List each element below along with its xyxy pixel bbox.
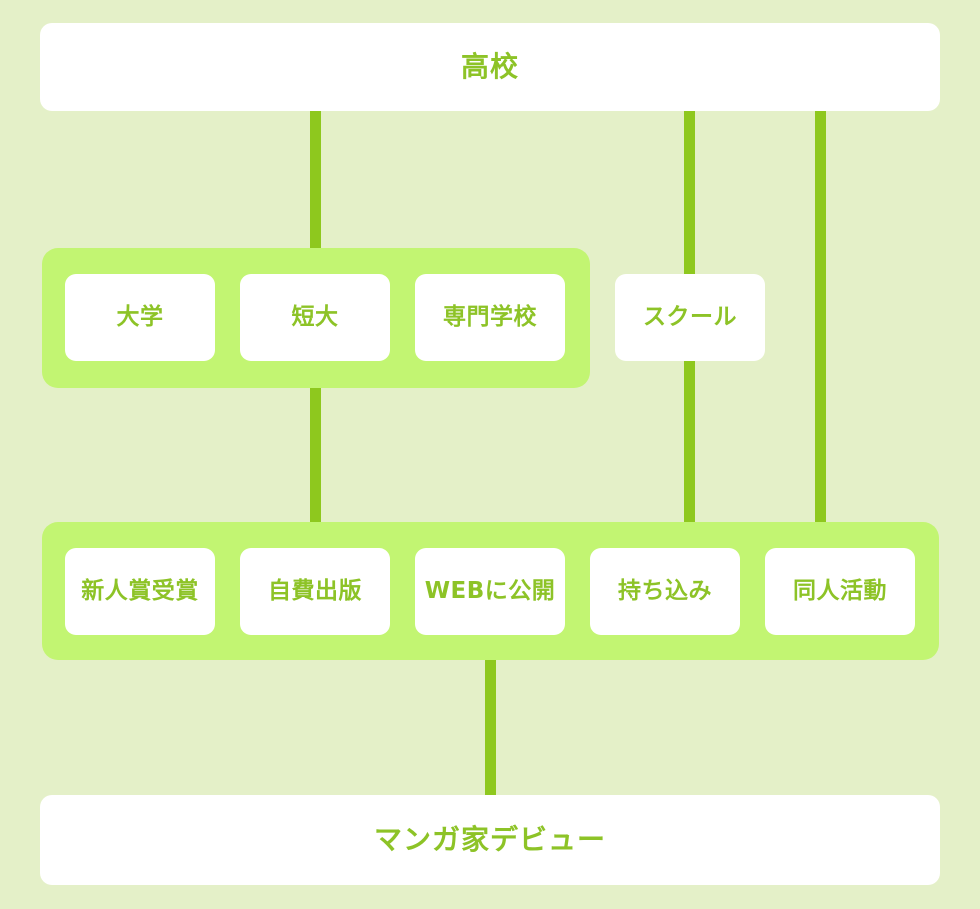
node-newcomer-award-label: 新人賞受賞	[81, 577, 199, 604]
node-manga-school-label: スクール	[643, 303, 737, 330]
node-newcomer-award[interactable]: 新人賞受賞	[65, 548, 215, 635]
connector-highschool-to-school	[684, 105, 695, 285]
node-university[interactable]: 大学	[65, 274, 215, 361]
node-web-publishing[interactable]: WEBに公開	[415, 548, 565, 635]
node-self-publishing[interactable]: 自費出版	[240, 548, 390, 635]
node-high-school[interactable]: 高校	[40, 23, 940, 111]
node-junior-college[interactable]: 短大	[240, 274, 390, 361]
node-vocational-school-label: 専門学校	[443, 303, 537, 330]
node-submission-label: 持ち込み	[618, 577, 712, 604]
node-manga-artist-debut[interactable]: マンガ家デビュー	[40, 795, 940, 885]
node-university-label: 大学	[116, 303, 164, 330]
connector-education-to-routes	[310, 382, 321, 528]
node-submission[interactable]: 持ち込み	[590, 548, 740, 635]
node-manga-artist-debut-label: マンガ家デビュー	[373, 822, 606, 856]
node-junior-college-label: 短大	[291, 303, 339, 330]
connector-highschool-to-routes-direct	[815, 105, 826, 528]
node-web-publishing-label: WEBに公開	[424, 577, 556, 604]
node-manga-school[interactable]: スクール	[615, 274, 765, 361]
node-self-publishing-label: 自費出版	[268, 577, 362, 604]
node-vocational-school[interactable]: 専門学校	[415, 274, 565, 361]
node-high-school-label: 高校	[460, 49, 519, 83]
connector-highschool-to-education	[310, 105, 321, 255]
node-doujin-activity[interactable]: 同人活動	[765, 548, 915, 635]
connector-school-to-routes	[684, 350, 695, 528]
node-doujin-activity-label: 同人活動	[793, 577, 887, 604]
connector-routes-to-debut	[485, 655, 496, 800]
